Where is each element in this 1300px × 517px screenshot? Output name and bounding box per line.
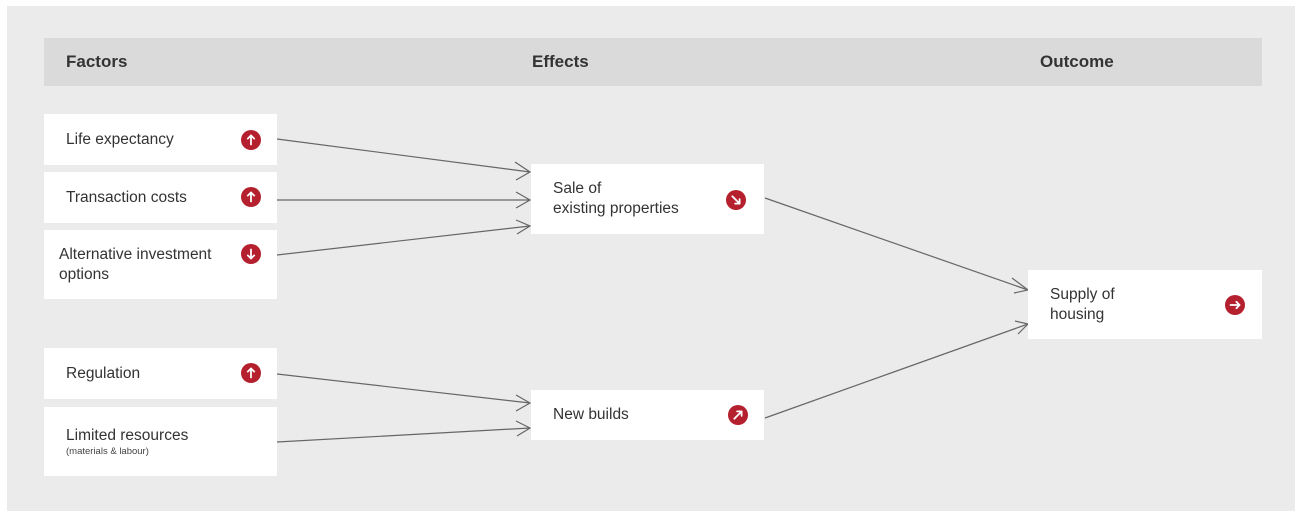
arrow-down-right-icon <box>726 190 746 210</box>
outcome-label-line1: Supply of <box>1050 285 1115 303</box>
arrowhead <box>515 191 532 209</box>
factor-label: Limited resources <box>66 427 189 444</box>
factor-label: Transaction costs <box>66 188 187 206</box>
arrow-down-icon <box>241 244 261 264</box>
arrow-up-right-icon <box>728 405 748 425</box>
arrowhead <box>514 161 532 181</box>
effect-label: New builds <box>553 406 629 423</box>
factor-label: Regulation <box>66 364 141 382</box>
outcome-supply-of-housing: Supply of housing <box>1028 270 1262 339</box>
factor-sublabel: (materials & labour) <box>66 446 149 457</box>
effect-new-builds: New builds <box>531 390 764 440</box>
connector-life-expectancy <box>276 138 531 173</box>
connector-regulation <box>276 373 531 404</box>
arrowhead <box>515 420 532 437</box>
connector-newbuilds-to-supply <box>764 323 1029 419</box>
effect-sale-of-existing-properties: Sale of existing properties <box>531 164 764 234</box>
connector-alternative-investment <box>276 225 531 256</box>
factor-life-expectancy: Life expectancy <box>44 114 277 165</box>
connector-limited-resources <box>276 427 531 443</box>
header-factors: Factors <box>66 52 128 71</box>
factor-regulation: Regulation <box>44 348 277 399</box>
arrow-up-icon <box>241 363 261 383</box>
factor-alternative-investment-options: Alternative investment options <box>44 230 277 299</box>
header-outcome: Outcome <box>1040 52 1114 71</box>
column-header-bar: Factors Effects Outcome <box>44 38 1262 86</box>
arrowhead <box>515 219 532 235</box>
factor-label: Alternative investment options <box>59 245 212 283</box>
arrow-up-icon <box>241 187 261 207</box>
arrowhead <box>515 394 532 412</box>
factor-label: Life expectancy <box>66 130 174 148</box>
effect-label-line2: existing properties <box>553 200 679 217</box>
factor-limited-resources: Limited resources (materials & labour) <box>44 407 277 476</box>
outcome-label-line2: housing <box>1050 305 1105 323</box>
arrow-up-icon <box>241 130 261 150</box>
connector-sale-to-supply <box>764 197 1029 291</box>
header-effects: Effects <box>532 52 589 71</box>
effect-label-line1: Sale of <box>553 180 602 197</box>
arrow-right-icon <box>1225 295 1245 315</box>
factor-transaction-costs: Transaction costs <box>44 172 277 223</box>
